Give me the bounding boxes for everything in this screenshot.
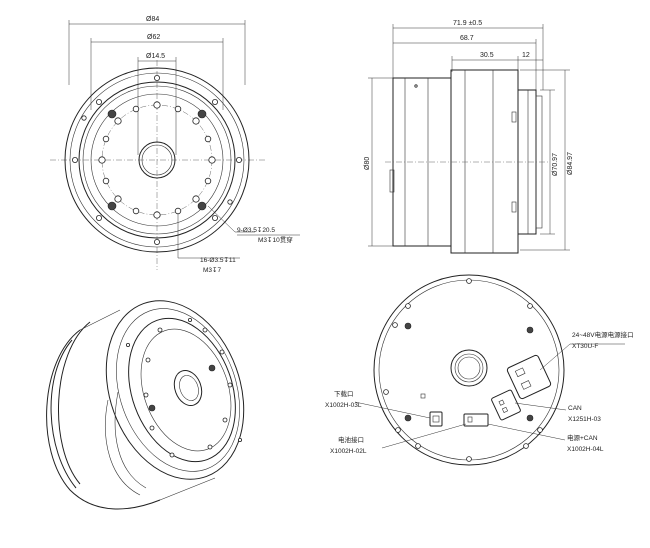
callout-blind-holes-line2: M3↧7 bbox=[203, 266, 221, 274]
dim-body-length: 68.7 bbox=[460, 35, 474, 42]
rear-view: 24~48V电源电源接口 XT30U-F CAN X1251H-03 电源+CA… bbox=[325, 274, 634, 466]
power-connector bbox=[506, 354, 552, 400]
dim-flange-length: 30.5 bbox=[480, 52, 494, 59]
dim-outer-diameter: Ø84 bbox=[146, 16, 159, 23]
label-power-part: XT30U-F bbox=[572, 343, 598, 350]
label-encoder-part: X1002H-02L bbox=[330, 448, 367, 455]
front-view: Ø84 Ø62 Ø14.5 bbox=[50, 16, 300, 274]
label-encoder-port: 电池接口 bbox=[338, 435, 364, 444]
label-power-interface: 24~48V电源电源接口 bbox=[572, 330, 634, 339]
powercan-connector bbox=[463, 413, 489, 427]
side-view: 71.9 ±0.5 68.7 30.5 12 Ø80 Ø70.97 Ø84.97 bbox=[364, 20, 574, 254]
rear-perimeter-screws bbox=[383, 278, 543, 462]
callout-through-holes-line1: 9-Ø3.5↧20.5 bbox=[237, 226, 275, 234]
dim-right-diameter-outer: Ø84.97 bbox=[567, 152, 574, 175]
label-powercan-part: X1002H-04L bbox=[567, 446, 604, 453]
dim-right-diameter-inner: Ø70.97 bbox=[552, 153, 559, 176]
can-connector bbox=[491, 389, 521, 421]
dim-center-bore: Ø14.5 bbox=[146, 53, 165, 60]
callout-blind-holes-line1: 16-Ø3.5↧11 bbox=[200, 256, 236, 264]
dim-step-length: 12 bbox=[522, 52, 530, 59]
dim-bolt-circle: Ø62 bbox=[147, 34, 160, 41]
label-download-port: 下载口 bbox=[334, 389, 354, 398]
download-connector bbox=[429, 411, 443, 427]
inner-bolt-holes bbox=[98, 101, 216, 219]
label-powercan-interface: 电源+CAN bbox=[567, 433, 598, 442]
callout-through-holes-line2: M3↧10贯穿 bbox=[258, 235, 293, 244]
label-can-interface: CAN bbox=[568, 405, 582, 412]
iso-face-holes bbox=[126, 317, 242, 458]
isometric-view bbox=[46, 300, 245, 510]
label-can-part: X1251H-03 bbox=[568, 416, 601, 423]
label-download-part: X1002H-03L bbox=[325, 402, 362, 409]
outer-flange-holes bbox=[72, 75, 242, 245]
dim-overall-length: 71.9 ±0.5 bbox=[453, 20, 482, 27]
dim-left-diameter: Ø80 bbox=[364, 157, 371, 170]
